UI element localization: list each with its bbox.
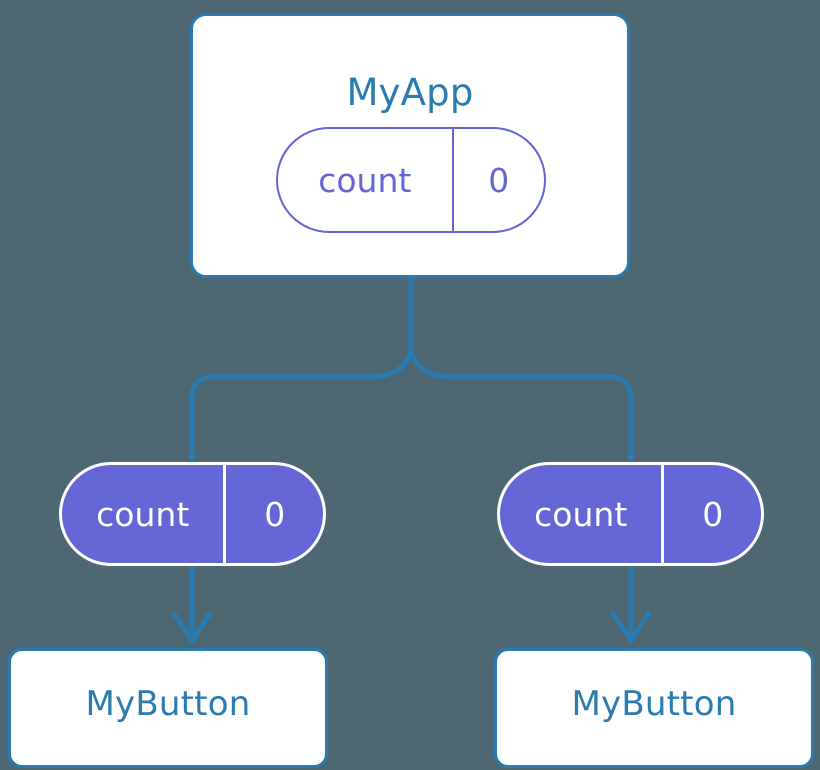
myapp-state-capsule[interactable]: count 0 xyxy=(276,127,546,233)
myapp-title: MyApp xyxy=(346,71,474,114)
myapp-state-key: count xyxy=(278,129,454,231)
left-state-capsule[interactable]: count 0 xyxy=(59,462,326,566)
left-state-key: count xyxy=(62,465,227,563)
component-node-mybutton-right[interactable]: MyButton xyxy=(494,648,814,768)
myapp-state-value: 0 xyxy=(488,160,510,200)
split-to-right-branch xyxy=(408,349,634,473)
right-mybutton-title: MyButton xyxy=(571,684,737,724)
right-state-value: 0 xyxy=(702,494,724,534)
left-mybutton-title: MyButton xyxy=(85,684,251,724)
left-arrow-head-icon xyxy=(171,610,213,644)
right-state-key: count xyxy=(500,465,665,563)
component-node-mybutton-left[interactable]: MyButton xyxy=(8,648,328,768)
split-to-left-branch xyxy=(189,349,414,473)
right-arrow-head-icon xyxy=(610,610,652,644)
right-state-capsule[interactable]: count 0 xyxy=(497,462,764,566)
left-state-value: 0 xyxy=(264,494,286,534)
